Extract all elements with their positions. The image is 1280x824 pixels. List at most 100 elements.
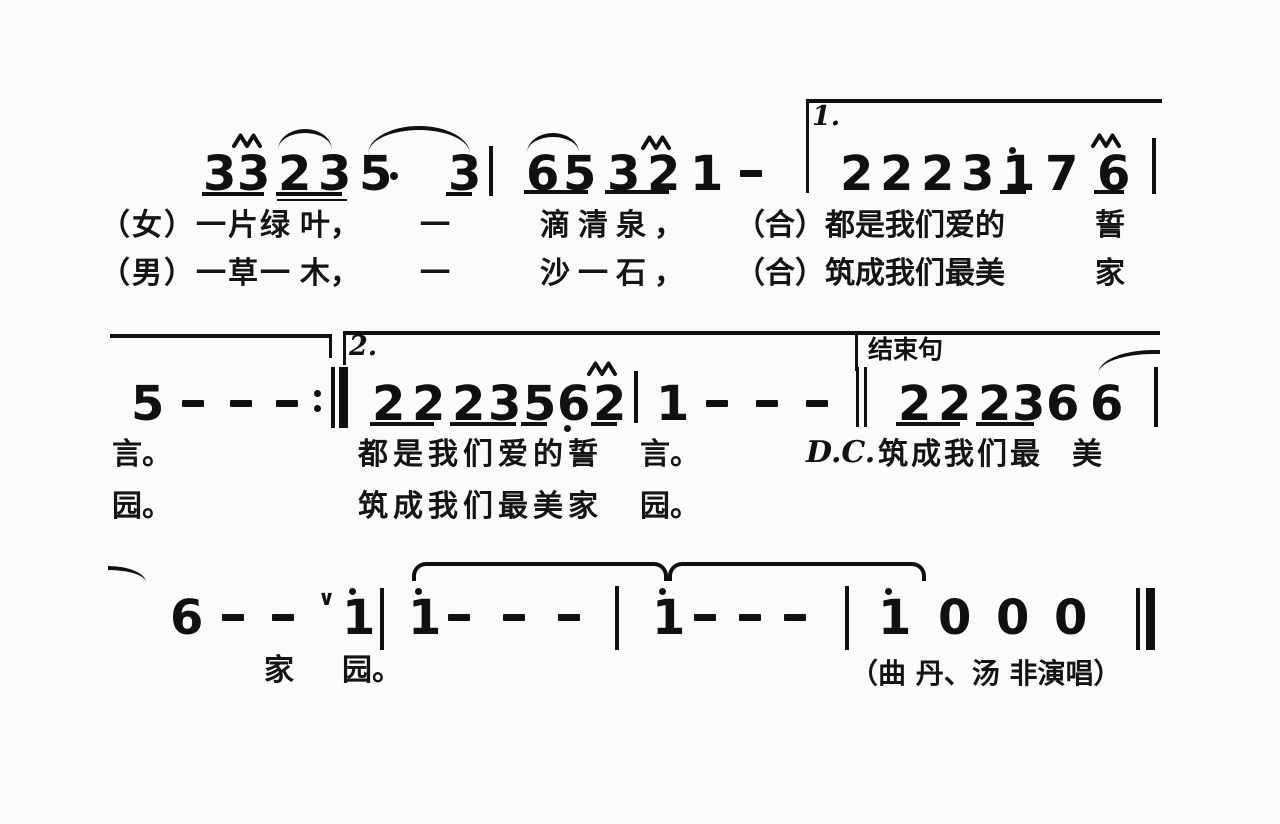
measure-barline [634, 371, 638, 423]
beam-underline [446, 192, 472, 196]
note-digit: 6 [1090, 376, 1123, 432]
lyric-run: 家 [1095, 256, 1125, 291]
beam-underline [524, 190, 588, 194]
da-capo-label: D.C. [806, 435, 876, 470]
note-digit: 2 [412, 376, 445, 432]
note-digit: 2 [921, 146, 954, 202]
octave-dot [885, 588, 892, 595]
beam-underline [1094, 190, 1124, 194]
note-digit: 1 [656, 376, 689, 432]
note-digit: 6 [170, 590, 203, 646]
note-digit: 3 [448, 146, 481, 202]
measure-barline [380, 588, 384, 650]
tie-continuation-out [1098, 350, 1160, 376]
lyric-run: （合）筑成我们最美 [735, 256, 1005, 291]
note-digit: 3 [1012, 376, 1045, 432]
lyric-run: 筑成我们最美家 [358, 489, 603, 524]
mordent-icon [232, 132, 262, 149]
lyric-run: 一 [420, 208, 450, 243]
volta-bracket-line [110, 334, 331, 338]
note-digit: 3 [318, 146, 351, 202]
slur-arc [368, 126, 470, 154]
note-digit: 3 [961, 146, 994, 202]
lyric-run: （男）一草一 [100, 256, 292, 291]
octave-dot [659, 588, 666, 595]
lyric-run: （合）都是我们爱的 [735, 208, 1005, 243]
volta-bracket-line [343, 331, 857, 335]
duration-dash [784, 614, 806, 621]
tie-continuation-in [108, 566, 146, 592]
duration-dash [739, 614, 761, 621]
lyric-run: 家 [264, 653, 294, 688]
duration-dash [756, 400, 778, 407]
lyric-run: 园。 [342, 653, 402, 688]
beam-underline [591, 422, 617, 426]
note-digit: 5 [131, 376, 164, 432]
mordent-icon [641, 134, 671, 151]
extended-tie-arc [668, 562, 926, 581]
beam-underline [976, 422, 1034, 426]
lyric-run: 沙一石， [540, 256, 692, 291]
lyric-run: 言。 [640, 437, 700, 472]
duration-dash [740, 170, 762, 177]
duration-dash [276, 400, 298, 407]
measure-barline [339, 367, 348, 428]
note-digit: 2 [880, 146, 913, 202]
duration-dash [182, 400, 204, 407]
extended-tie-arc [412, 562, 668, 581]
duration-dash [558, 614, 580, 621]
octave-dot [390, 172, 398, 180]
note-digit: 2 [978, 376, 1011, 432]
lyric-run: 言。 [112, 437, 172, 472]
note-digit: 6 [557, 376, 590, 432]
volta-bracket-line [806, 99, 1162, 103]
duration-dash [694, 614, 716, 621]
measure-barline [856, 367, 859, 427]
measure-barline [1146, 588, 1155, 650]
beam-underline [277, 199, 347, 201]
breath-mark: ∨ [318, 586, 336, 610]
measure-barline [845, 586, 849, 650]
octave-dot [314, 405, 321, 412]
note-digit: 5 [359, 146, 392, 202]
octave-dot [415, 588, 422, 595]
performer-credit: （曲 丹、汤 非演唱） [850, 657, 1122, 690]
measure-barline [331, 367, 335, 428]
beam-underline [450, 422, 516, 426]
beam-underline [1000, 190, 1026, 194]
beam-underline [605, 190, 669, 194]
slur-arc [527, 133, 579, 153]
mordent-icon [1091, 132, 1121, 149]
lyric-run: 木， [300, 256, 360, 291]
note-digit: 6 [1046, 376, 1079, 432]
duration-dash [272, 614, 294, 621]
lyric-run: 叶， [300, 208, 360, 243]
measure-barline [855, 331, 858, 371]
measure-barline [489, 146, 493, 196]
note-digit: 3 [488, 376, 521, 432]
lyric-run: 美 [1072, 437, 1102, 472]
note-digit: 0 [938, 590, 971, 646]
note-digit: 5 [523, 376, 556, 432]
note-digit: 2 [938, 376, 971, 432]
measure-barline [615, 586, 619, 650]
note-digit: 1 [342, 590, 375, 646]
lyric-run: 筑成我们最 [878, 437, 1043, 472]
lyric-run: 滴清泉， [540, 208, 692, 243]
note-digit: 7 [1045, 146, 1078, 202]
octave-dot [1009, 147, 1016, 154]
note-digit: 2 [593, 376, 626, 432]
note-digit: 1 [690, 146, 723, 202]
measure-barline [1152, 138, 1156, 194]
octave-dot [564, 425, 571, 432]
note-digit: 1 [878, 590, 911, 646]
lyric-run: 一 [420, 256, 450, 291]
octave-dot [349, 588, 356, 595]
note-digit: 3 [203, 146, 236, 202]
measure-barline [806, 101, 809, 193]
lyric-run: 园。 [112, 489, 172, 524]
note-digit: 3 [237, 146, 270, 202]
octave-dot [314, 390, 321, 397]
